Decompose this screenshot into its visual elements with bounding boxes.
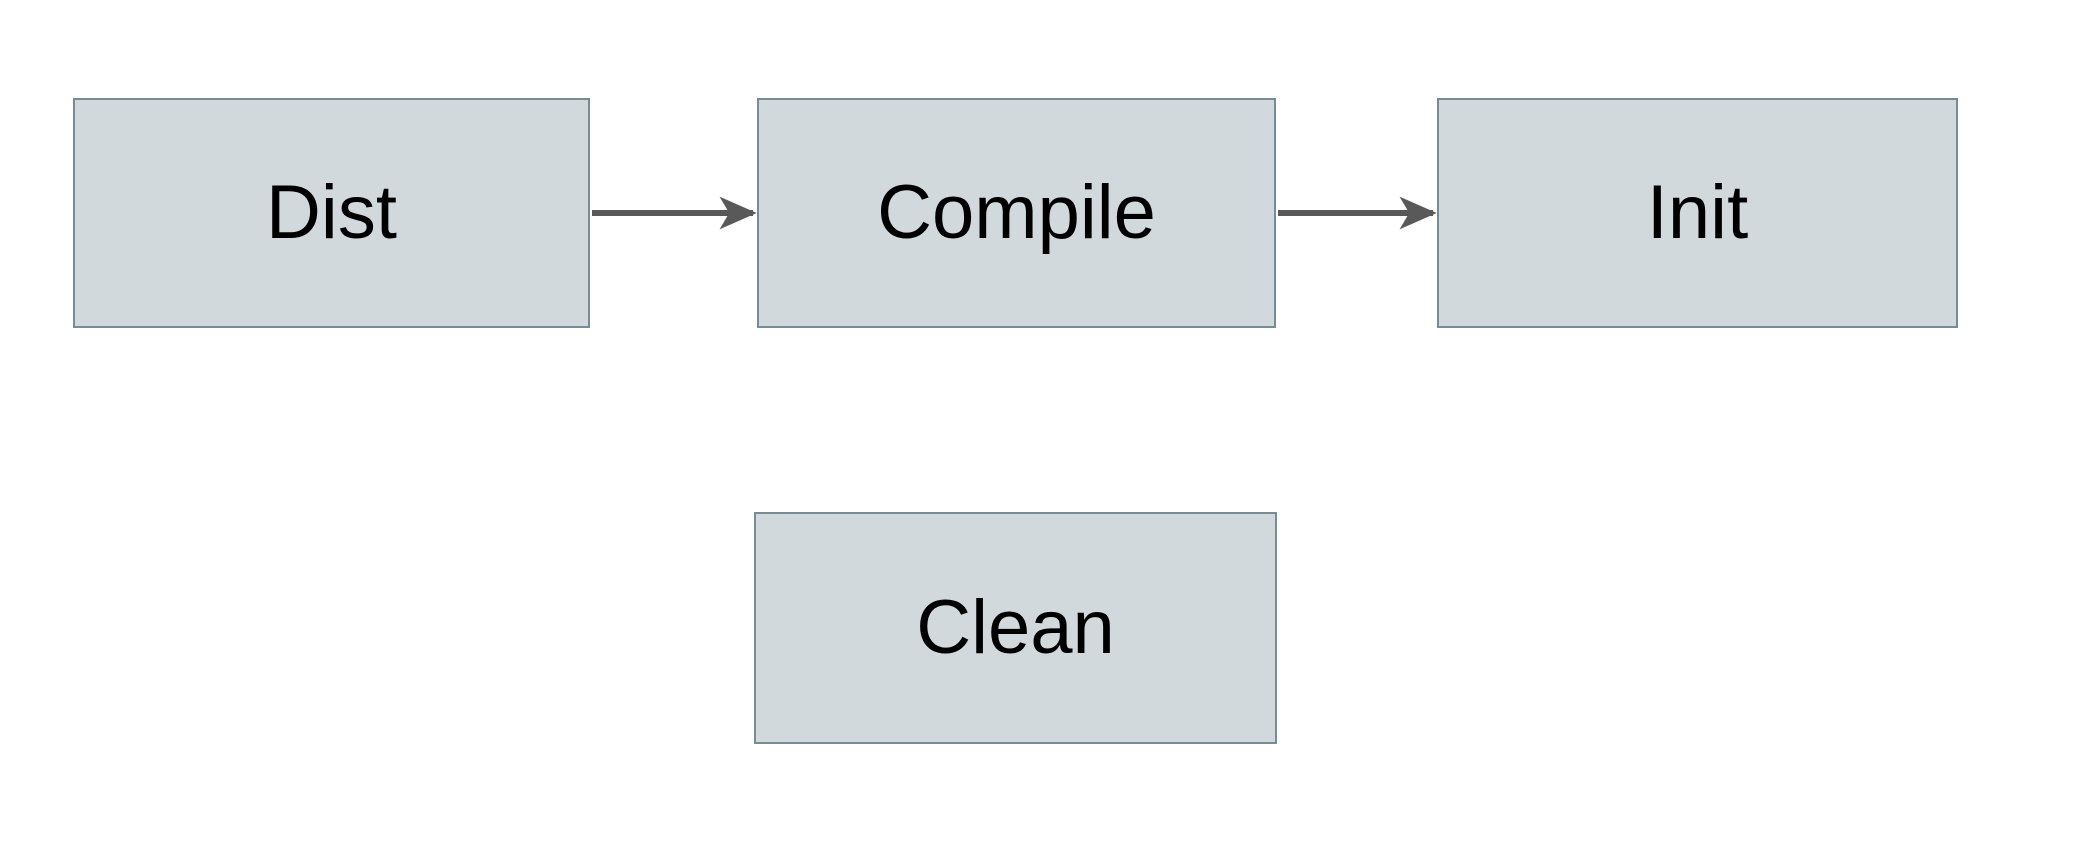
node-label-init: Init <box>1646 170 1749 255</box>
flow-node-compile: Compile <box>757 98 1276 328</box>
flow-node-dist: Dist <box>73 98 590 328</box>
flow-node-init: Init <box>1437 98 1958 328</box>
node-label-clean: Clean <box>916 585 1115 670</box>
node-label-dist: Dist <box>266 170 397 255</box>
flow-node-clean: Clean <box>754 512 1277 744</box>
node-label-compile: Compile <box>877 170 1156 255</box>
